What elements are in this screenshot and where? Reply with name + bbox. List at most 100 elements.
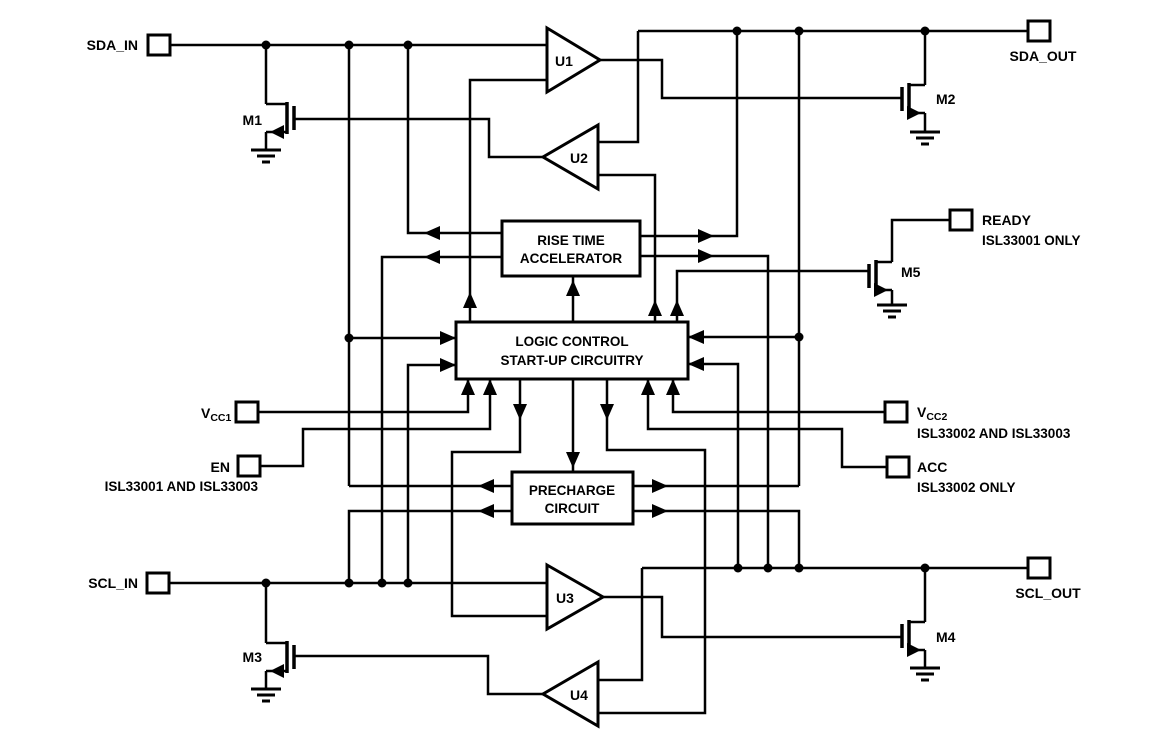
arrow-down-icon bbox=[600, 404, 614, 420]
junction-dot bbox=[403, 578, 413, 588]
ground-icon bbox=[251, 687, 281, 703]
junction-dot bbox=[733, 563, 743, 573]
wire-u2-out-to-m1-gate bbox=[294, 117, 543, 159]
block-logic-control: LOGIC CONTROL START-UP CIRCUITRY bbox=[454, 320, 690, 381]
junction-dot bbox=[344, 333, 354, 343]
wire-rta-out-left2 bbox=[380, 255, 502, 583]
pin-en bbox=[236, 454, 262, 478]
arrow-left-icon bbox=[424, 250, 440, 264]
buffer-label: U1 bbox=[555, 53, 573, 69]
pin-squares bbox=[145, 19, 1052, 595]
pin-ready bbox=[948, 208, 974, 232]
source-arrow-icon bbox=[270, 125, 284, 139]
pin-acc bbox=[885, 455, 911, 479]
arrow-right-icon bbox=[652, 479, 668, 493]
wire-logic-to-u4 bbox=[598, 379, 707, 715]
pin-labels: SDA_IN SDA_OUT READY ISL33001 ONLY VCC1 … bbox=[87, 37, 1081, 601]
junction-dot bbox=[794, 332, 804, 342]
junction-dot bbox=[732, 26, 742, 36]
pin-label-sda-in: SDA_IN bbox=[87, 37, 138, 53]
pin-label-vcc1: VCC1 bbox=[201, 405, 232, 424]
junction-dot bbox=[261, 40, 271, 50]
ground-icon bbox=[910, 130, 940, 146]
junction-dot bbox=[344, 40, 354, 50]
source-arrow-icon bbox=[874, 283, 888, 297]
arrow-right-icon bbox=[698, 229, 714, 243]
pin-note-en: ISL33001 AND ISL33003 bbox=[105, 479, 259, 494]
pin-label-sda-out: SDA_OUT bbox=[1010, 48, 1077, 64]
arrow-right-icon bbox=[440, 358, 456, 372]
arrow-up-icon bbox=[666, 379, 680, 395]
pin-note-acc: ISL33002 ONLY bbox=[917, 480, 1016, 495]
mosfet-label: M2 bbox=[936, 91, 956, 107]
pin-scl-out bbox=[1026, 556, 1052, 580]
arrow-left-icon bbox=[478, 504, 494, 518]
arrow-left-icon bbox=[424, 226, 440, 240]
mosfet-m5: M5 bbox=[867, 260, 921, 319]
buffer-u2: U2 bbox=[540, 122, 600, 192]
junction-dot bbox=[344, 578, 354, 588]
block-precharge-circuit: PRECHARGE CIRCUIT bbox=[510, 470, 635, 526]
pin-note-ready: ISL33001 ONLY bbox=[982, 233, 1081, 248]
pin-label-en: EN bbox=[211, 459, 230, 475]
buffer-label: U3 bbox=[556, 590, 574, 606]
wire-logic-to-m5-gate bbox=[675, 269, 869, 322]
junction-dot bbox=[794, 26, 804, 36]
wire-precharge-out-right2 bbox=[633, 509, 801, 568]
arrow-up-icon bbox=[648, 300, 662, 316]
pin-scl-in bbox=[145, 571, 171, 595]
pin-sda-in bbox=[146, 33, 172, 57]
junction-dot bbox=[920, 26, 930, 36]
mosfet-m4: M4 bbox=[900, 620, 956, 682]
wire-vcc2 bbox=[671, 379, 885, 414]
mosfet-m1: M1 bbox=[243, 102, 296, 164]
arrow-up-icon bbox=[641, 379, 655, 395]
arrow-down-icon bbox=[566, 452, 580, 468]
block-label: RISE TIME bbox=[537, 233, 605, 248]
wire-logic-to-u3 bbox=[450, 379, 547, 618]
wire-u3-out-to-m4-gate bbox=[603, 595, 902, 639]
buffer-label: U4 bbox=[570, 687, 588, 703]
wire-acc bbox=[646, 379, 887, 469]
ground-icon bbox=[910, 666, 940, 682]
buffer-u1: U1 bbox=[545, 25, 603, 95]
wire-logic-in-right2 bbox=[688, 362, 740, 568]
pin-sda-out bbox=[1026, 19, 1052, 43]
pin-vcc2 bbox=[883, 400, 909, 424]
junction-dots bbox=[261, 26, 930, 588]
wire-logic-to-u2 bbox=[598, 173, 657, 322]
source-arrow-icon bbox=[270, 664, 284, 678]
mosfet-label: M5 bbox=[901, 264, 921, 280]
arrow-up-icon bbox=[566, 280, 580, 296]
pin-label-scl-in: SCL_IN bbox=[88, 575, 138, 591]
block-label: START-UP CIRCUITRY bbox=[500, 353, 643, 368]
ground-icon bbox=[251, 148, 281, 164]
flow-arrows bbox=[424, 226, 714, 518]
junction-dot bbox=[377, 578, 387, 588]
junction-dot bbox=[920, 563, 930, 573]
wire-sclout-to-u4-input bbox=[598, 568, 644, 682]
pin-vcc1 bbox=[234, 400, 260, 424]
arrow-down-icon bbox=[513, 404, 527, 420]
source-arrow-icon bbox=[907, 643, 921, 657]
vcc2-main: V bbox=[917, 404, 927, 420]
wire-logic-in-left2 bbox=[406, 363, 456, 583]
buffer-u3: U3 bbox=[545, 562, 607, 632]
buffer-u4: U4 bbox=[540, 659, 600, 729]
block-label: ACCELERATOR bbox=[520, 251, 623, 266]
junction-dot bbox=[763, 563, 773, 573]
arrow-up-icon bbox=[670, 300, 684, 316]
mosfet-label: M1 bbox=[243, 112, 263, 128]
arrow-right-icon bbox=[698, 249, 714, 263]
pin-label-ready: READY bbox=[982, 212, 1032, 228]
vcc2-sub: CC2 bbox=[926, 411, 947, 423]
arrow-up-icon bbox=[483, 379, 497, 395]
wire-sdaout-to-u2-input bbox=[598, 31, 640, 144]
arrow-left-icon bbox=[478, 479, 494, 493]
wire-logic-to-u1 bbox=[468, 78, 547, 322]
arrow-right-icon bbox=[652, 504, 668, 518]
mosfet-m3: M3 bbox=[243, 641, 296, 703]
pin-label-scl-out: SCL_OUT bbox=[1015, 585, 1081, 601]
pin-note-vcc2: ISL33002 AND ISL33003 bbox=[917, 426, 1071, 441]
